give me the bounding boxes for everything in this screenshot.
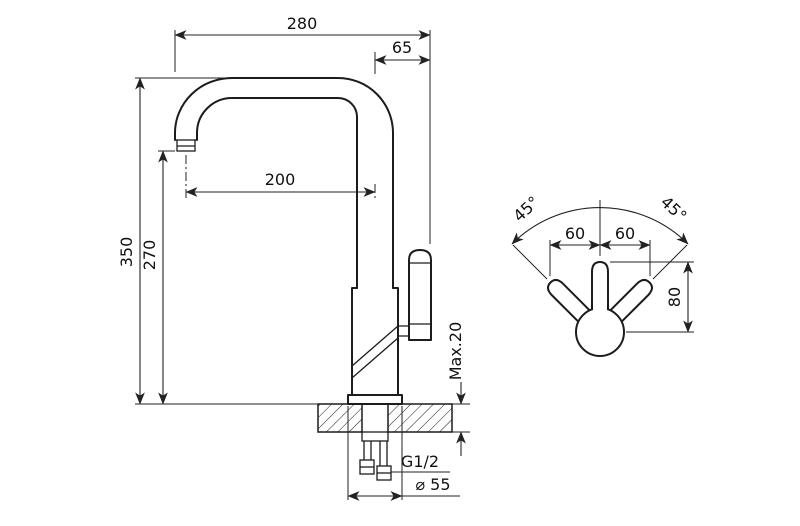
base-flange xyxy=(347,394,403,405)
lever-axis-left-extension xyxy=(512,244,548,280)
handle-lever-seams xyxy=(409,262,431,325)
dim-swing-angle-left-label: 45° xyxy=(509,192,543,225)
dim-connection-thread-label: G1/2 xyxy=(401,452,439,471)
dim-deck-thickness: Max.20 xyxy=(446,322,470,456)
countertop-section xyxy=(317,403,453,481)
spout-outer-outline xyxy=(174,77,394,289)
body-outline xyxy=(351,287,399,396)
dim-spout-height-label: 270 xyxy=(140,240,159,271)
dim-swing-angle-right-label: 45° xyxy=(657,192,691,225)
dim-spout-height: 270 xyxy=(140,150,175,405)
mounting-nut xyxy=(361,431,389,442)
dim-handle-offset-label: 65 xyxy=(392,38,412,57)
dim-spout-reach: 200 xyxy=(185,155,376,199)
dim-connection-thread: G1/2 xyxy=(391,452,450,473)
swing-arc xyxy=(511,207,689,245)
dim-swing-offsets: 60 60 xyxy=(549,224,651,250)
dim-base-diameter: ⌀ 55 xyxy=(347,406,460,501)
dim-overall-depth: 280 xyxy=(174,14,431,244)
handle-top-view: 60 60 45° 45° 80 xyxy=(509,192,694,357)
dim-swing-offset-right-label: 60 xyxy=(615,224,635,243)
handle-neck xyxy=(398,325,409,337)
dim-deck-thickness-label: Max.20 xyxy=(446,322,465,381)
dim-handle-height: 80 xyxy=(610,261,694,333)
dim-spout-reach-label: 200 xyxy=(265,170,296,189)
countertop-hatch-left xyxy=(317,403,363,433)
dim-overall-height-label: 350 xyxy=(117,237,136,268)
front-view: 280 65 200 350 270 xyxy=(117,14,470,501)
dim-handle-height-label: 80 xyxy=(665,287,684,307)
supply-hose-left xyxy=(363,441,372,460)
countertop-hatch-right xyxy=(387,403,453,433)
handle-lever xyxy=(408,249,432,341)
handle-ball xyxy=(575,307,625,357)
dim-base-diameter-label: ⌀ 55 xyxy=(415,475,450,494)
dim-handle-offset: 65 xyxy=(374,38,431,74)
faucet-front xyxy=(174,77,432,405)
spout-inner-outline xyxy=(196,97,358,289)
cartridge-diagonals xyxy=(351,325,399,379)
supply-hose-right xyxy=(379,441,388,466)
dim-overall-depth-label: 280 xyxy=(287,14,318,33)
dim-swing-offset-left-label: 60 xyxy=(565,224,585,243)
handle-lever-center xyxy=(591,261,609,311)
